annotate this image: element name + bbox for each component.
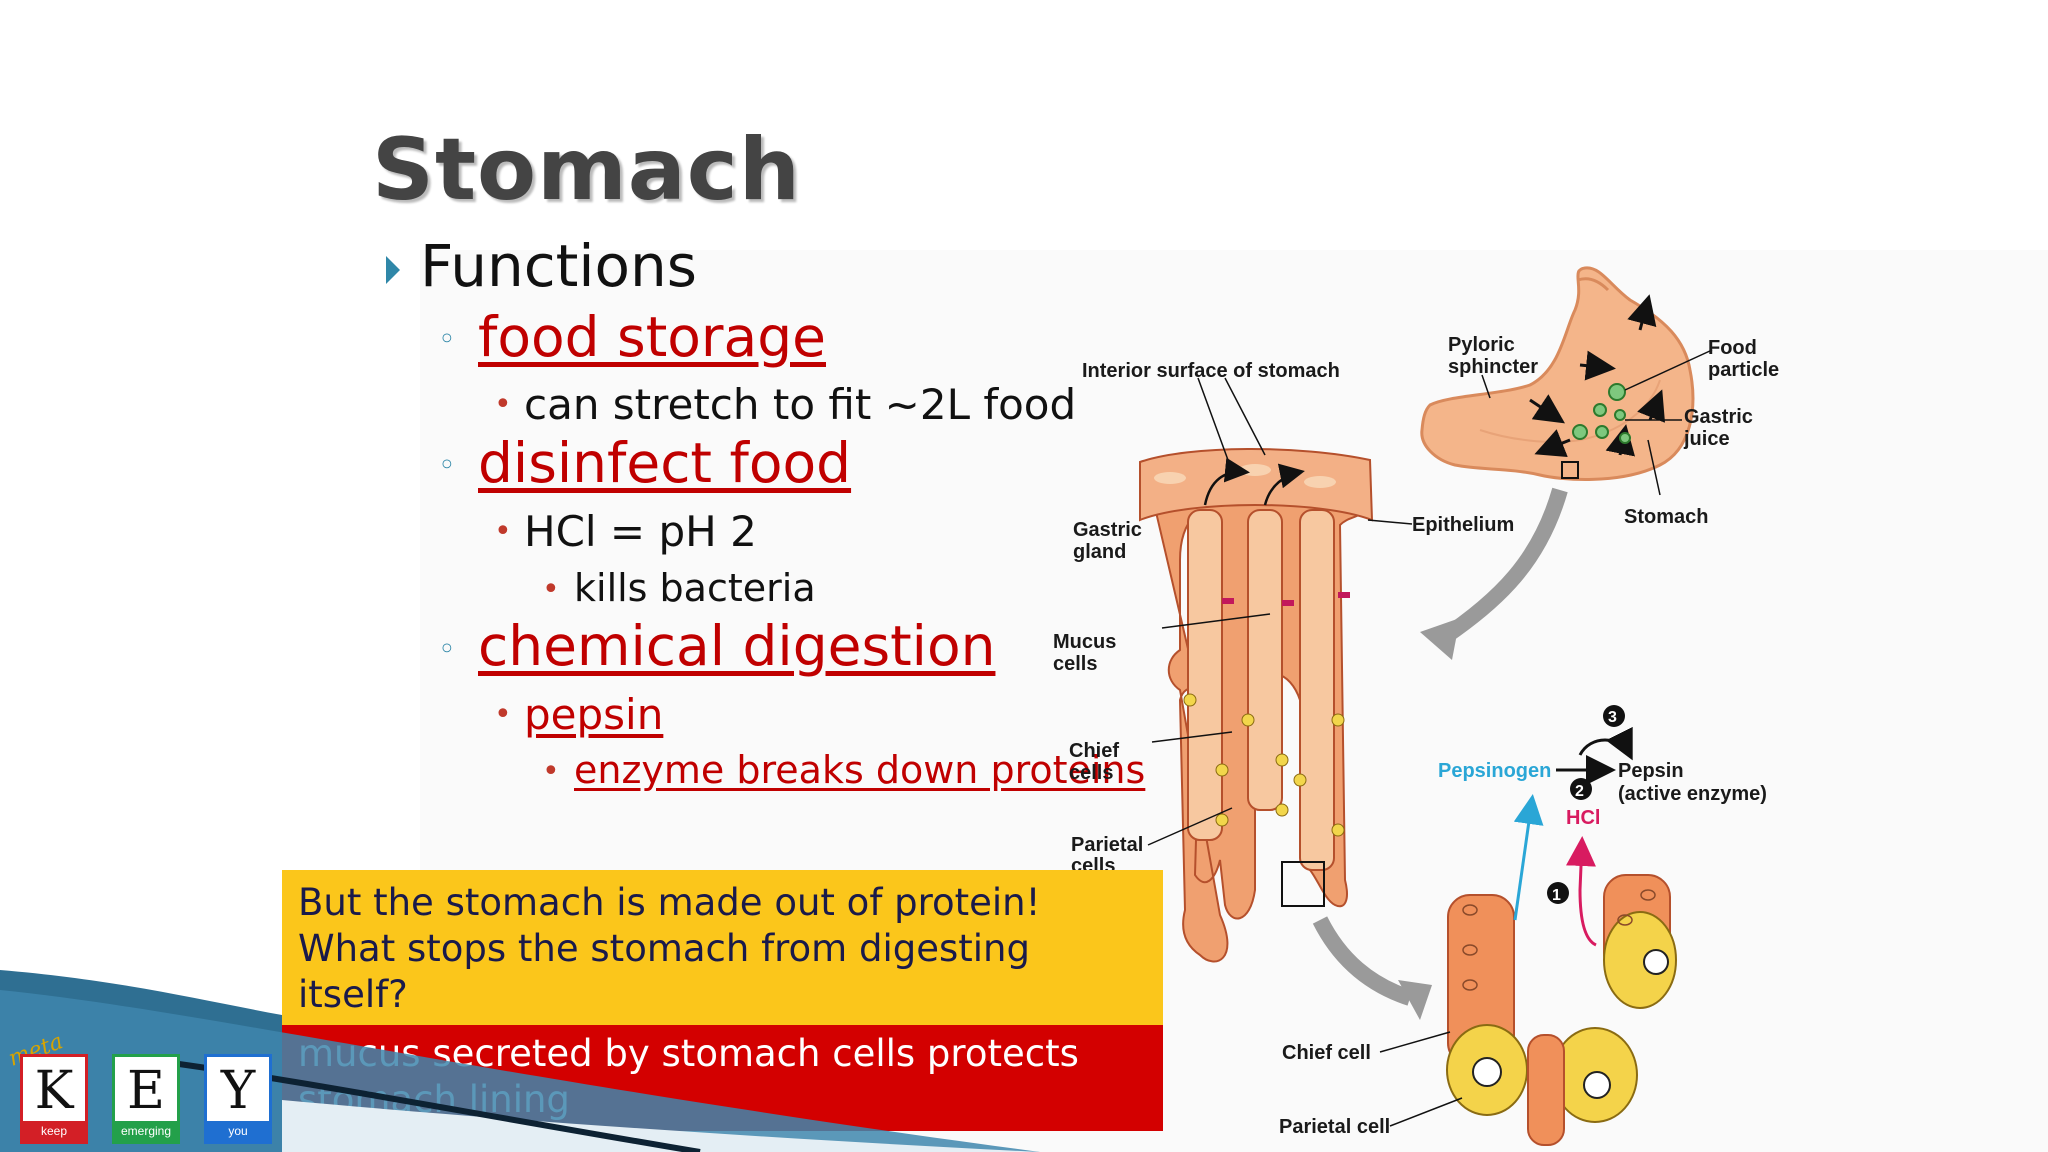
question-callout: But the stomach is made out of protein! … bbox=[282, 870, 1163, 1025]
stomach-organ bbox=[1420, 266, 1713, 496]
kills-bacteria: kills bacteria bbox=[574, 566, 816, 610]
label-gastric-gland-2: gland bbox=[1073, 541, 1126, 563]
stomach-diagram: Interior surface of stomach Pyloric sphi… bbox=[1053, 266, 1779, 1146]
item-food-storage: food storage bbox=[478, 305, 826, 369]
dot-bullet-icon: • bbox=[542, 572, 560, 607]
dot-bullet-icon: • bbox=[494, 514, 512, 549]
label-mucus: Mucus bbox=[1053, 631, 1116, 653]
triangle-bullet-icon bbox=[386, 256, 400, 284]
step-2: 2 bbox=[1575, 783, 1584, 800]
label-interior-surface: Interior surface of stomach bbox=[1082, 360, 1340, 382]
label-parietal-cell: Parietal cell bbox=[1279, 1116, 1390, 1138]
label-particle: particle bbox=[1708, 359, 1779, 381]
label-sphincter: sphincter bbox=[1448, 356, 1538, 378]
label-chief: Chief bbox=[1069, 740, 1119, 762]
slide-title: Stomach bbox=[372, 120, 801, 220]
label-gastric-juice-1: Gastric bbox=[1684, 406, 1753, 428]
gastric-gland bbox=[1139, 377, 1413, 963]
label-chief-cells: cells bbox=[1069, 762, 1113, 784]
cell-closeup bbox=[1379, 705, 1677, 1146]
step-1: 1 bbox=[1552, 887, 1561, 904]
pepsin-link[interactable]: pepsin bbox=[524, 690, 664, 739]
logo-tile-e: E emerging bbox=[112, 1054, 180, 1144]
dot-bullet-icon: • bbox=[494, 387, 512, 422]
logo-tile-k: K keep bbox=[20, 1054, 88, 1144]
circle-bullet-icon: ◦ bbox=[438, 322, 456, 357]
functions-heading: Functions bbox=[420, 232, 697, 300]
dot-bullet-icon: • bbox=[494, 697, 512, 732]
label-gastric-juice-2: juice bbox=[1683, 428, 1730, 450]
label-chief-cell: Chief cell bbox=[1282, 1042, 1371, 1064]
label-pepsinogen: Pepsinogen bbox=[1438, 760, 1551, 782]
label-stomach: Stomach bbox=[1624, 506, 1708, 528]
circle-bullet-icon: ◦ bbox=[438, 632, 456, 667]
label-hcl: HCl bbox=[1566, 807, 1600, 829]
circle-bullet-icon: ◦ bbox=[438, 448, 456, 483]
step-3: 3 bbox=[1608, 709, 1617, 726]
label-pyloric: Pyloric bbox=[1448, 334, 1515, 356]
item-disinfect-food: disinfect food bbox=[478, 431, 852, 495]
key-logo: meta K keep E emerging Y you bbox=[0, 1029, 284, 1152]
food-storage-detail: can stretch to fit ~2L food bbox=[524, 380, 1077, 429]
label-active-enzyme: (active enzyme) bbox=[1618, 783, 1767, 805]
item-chemical-digestion: chemical digestion bbox=[478, 614, 996, 678]
label-mucus-cells: cells bbox=[1053, 653, 1097, 675]
dot-bullet-icon: • bbox=[542, 754, 560, 789]
label-gastric-gland-1: Gastric bbox=[1073, 519, 1142, 541]
label-pepsin: Pepsin bbox=[1618, 760, 1684, 782]
label-epithelium: Epithelium bbox=[1412, 514, 1514, 536]
label-parietal: Parietal bbox=[1071, 834, 1143, 856]
label-food: Food bbox=[1708, 337, 1757, 359]
hcl-detail: HCl = pH 2 bbox=[524, 507, 757, 556]
question-text: But the stomach is made out of protein! … bbox=[298, 881, 1041, 1016]
enzyme-link[interactable]: enzyme breaks down proteins bbox=[574, 748, 1146, 792]
logo-tile-y: Y you bbox=[204, 1054, 272, 1144]
